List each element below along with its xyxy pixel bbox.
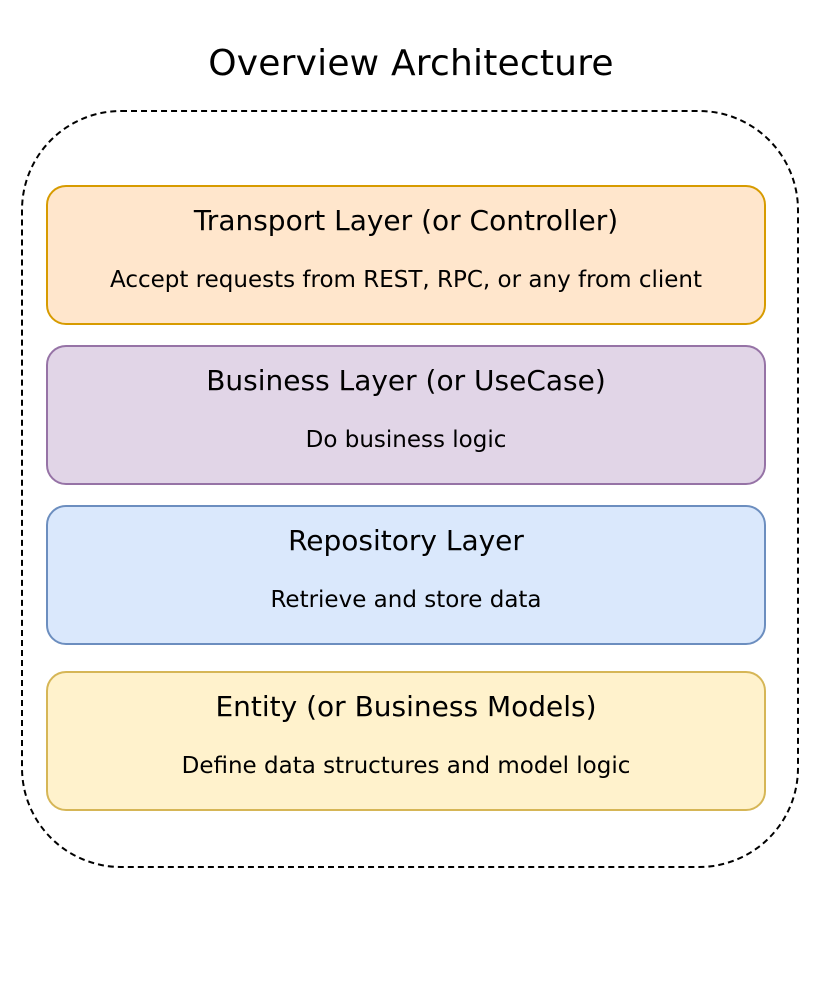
- business-layer-box: Business Layer (or UseCase) Do business …: [46, 345, 766, 485]
- business-layer-description: Do business logic: [305, 427, 507, 453]
- transport-layer-description: Accept requests from REST, RPC, or any f…: [109, 267, 702, 293]
- transport-layer-title: Transport Layer (or Controller): [193, 204, 619, 237]
- entity-layer-description: Define data structures and model logic: [181, 753, 631, 779]
- repository-layer-box: Repository Layer Retrieve and store data: [46, 505, 766, 645]
- transport-layer-box: Transport Layer (or Controller) Accept r…: [46, 185, 766, 325]
- entity-layer-box: Entity (or Business Models) Define data …: [46, 671, 766, 811]
- diagram-title: Overview Architecture: [208, 43, 614, 84]
- repository-layer-description: Retrieve and store data: [270, 587, 542, 613]
- business-layer-title: Business Layer (or UseCase): [206, 364, 606, 397]
- entity-layer-title: Entity (or Business Models): [215, 690, 597, 723]
- architecture-boundary: [21, 110, 799, 868]
- repository-layer-title: Repository Layer: [288, 524, 524, 557]
